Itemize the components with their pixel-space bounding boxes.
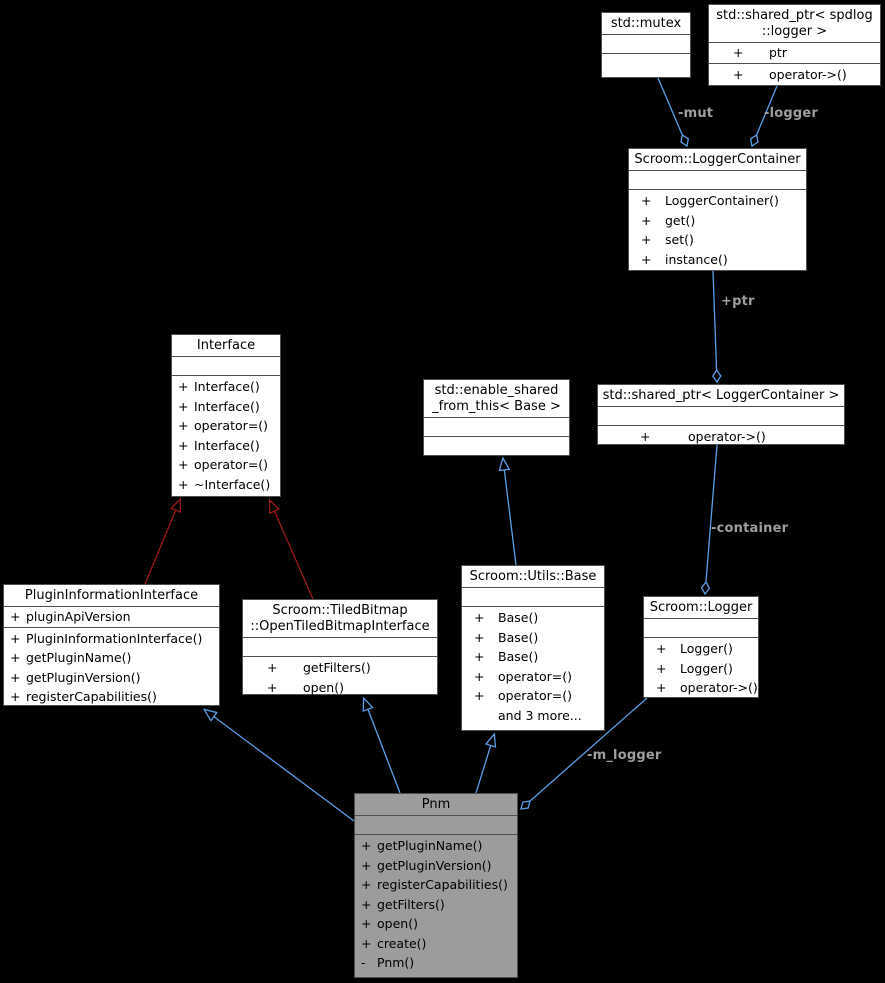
- member-row: +pluginApiVersion: [10, 609, 131, 624]
- member-row: +set(): [641, 232, 694, 247]
- member-row: +getFilters(): [361, 896, 445, 912]
- edge-m-logger: [521, 697, 648, 809]
- member-row: +operator->(): [733, 66, 847, 82]
- member-row: +PluginInformationInterface(): [10, 630, 203, 646]
- edge-inh-pnm-plugininfo: [202, 708, 355, 822]
- member-row: and 3 more...: [498, 707, 582, 723]
- base-attributes-compartment: [462, 587, 604, 606]
- class-title-pnm[interactable]: Pnm: [421, 797, 451, 812]
- class-title-logger[interactable]: Scroom::Logger: [649, 600, 753, 615]
- class-title-mutex[interactable]: std::mutex: [610, 16, 682, 31]
- edge-label-m-logger: -m_logger: [587, 748, 662, 763]
- pnm-methods-compartment: +getPluginName() +getPluginVersion() +regi…: [355, 834, 517, 977]
- edge-inh-plugininfo-interface: [144, 497, 182, 585]
- class-box-scroom-utils-base[interactable]: Scroom::Utils::Base+Base()+Base()+Base()…: [461, 565, 605, 731]
- class-box-enable-shared-from-this[interactable]: std::enable_shared_from_this< Base >: [423, 379, 570, 456]
- logger_container-attributes-compartment: [629, 170, 806, 189]
- class-title-spdlog_ptr[interactable]: std::shared_ptr< spdlog::logger >: [716, 8, 873, 39]
- member-row: +open(): [361, 916, 418, 931]
- member-row: +getFilters(): [267, 660, 371, 675]
- member-row: +Base(): [474, 629, 539, 645]
- member-row: +Interface(): [178, 398, 260, 414]
- member-row: +create(): [361, 935, 427, 951]
- edge-mut: [657, 77, 687, 146]
- edge-inh-base-enableshared: [498, 456, 517, 566]
- member-row: +operator=(): [474, 668, 572, 684]
- member-row: +getPluginName(): [361, 838, 483, 853]
- member-row: +operator=(): [178, 418, 268, 433]
- logger-methods-compartment: +Logger() +Logger() +operator->(): [644, 637, 758, 697]
- class-box-scroom-loggercontainer[interactable]: Scroom::LoggerContainer+LoggerContainer(…: [628, 148, 807, 271]
- lc_ptr-methods-compartment: +operator->(): [598, 425, 844, 446]
- member-row: +registerCapabilities(): [10, 689, 157, 704]
- class-box-plugininformationinterface[interactable]: PluginInformationInterface +pluginApiVers…: [3, 584, 220, 706]
- open_tiled-attributes-compartment: [243, 637, 437, 656]
- member-row: -Pnm(): [361, 955, 415, 970]
- member-row: +operator->(): [640, 429, 766, 444]
- edge-ptr: [713, 270, 717, 382]
- member-row: +getPluginName(): [10, 650, 132, 665]
- base-methods-compartment: +Base() +Base() +Base() +operator=() +operat…: [462, 606, 604, 730]
- class-title-plugin_info[interactable]: PluginInformationInterface: [24, 588, 199, 603]
- class-box-pnm[interactable]: Pnm +getPluginName() +getPluginVersion() +r…: [354, 793, 518, 978]
- member-row: +Interface(): [178, 379, 260, 394]
- member-row: +operator=(): [178, 457, 268, 472]
- interface-attributes-compartment: [172, 356, 280, 375]
- class-title-base[interactable]: Scroom::Utils::Base: [469, 569, 597, 584]
- edge-label-ptr: +ptr: [721, 294, 755, 309]
- spdlog_ptr-methods-compartment: +operator->(): [709, 62, 880, 86]
- edge-logger: [752, 85, 778, 146]
- logger-attributes-compartment: [644, 618, 758, 637]
- class-title-interface[interactable]: Interface: [196, 338, 256, 353]
- member-row: +operator->(): [656, 680, 758, 695]
- member-row: +getPluginVersion(): [10, 669, 141, 685]
- class-title-lc_ptr[interactable]: std::shared_ptr< LoggerContainer >: [602, 388, 840, 403]
- edge-inh-pnm-opentiled: [362, 696, 401, 794]
- class-box-shared-ptr-loggercontainer[interactable]: std::shared_ptr< LoggerContainer >+opera…: [597, 384, 845, 445]
- edge-label-logger: -logger: [764, 106, 819, 121]
- plugin_info-methods-compartment: +PluginInformationInterface() +getPluginN…: [4, 626, 219, 706]
- member-row: +Logger(): [656, 660, 733, 676]
- member-row: +open(): [267, 679, 344, 695]
- edge-label-container: -container: [711, 521, 789, 536]
- class-title-open_tiled[interactable]: Scroom::TiledBitmap::OpenTiledBitmapInte…: [250, 603, 430, 634]
- member-row: +Base(): [474, 649, 539, 664]
- member-row: +getPluginVersion(): [361, 857, 492, 873]
- class-box-shared-ptr-spdlog-logger[interactable]: std::shared_ptr< spdlog::logger >+ptr+op…: [708, 4, 881, 86]
- member-row: +registerCapabilities(): [361, 877, 508, 892]
- mutex-attributes-compartment: [602, 34, 690, 53]
- member-row: +get(): [641, 212, 696, 228]
- member-row: +Interface(): [178, 437, 260, 453]
- mutex-methods-compartment: [602, 53, 690, 77]
- member-row: +operator=(): [474, 688, 572, 703]
- enable_shared-methods-compartment: [424, 436, 569, 457]
- member-row: +instance(): [641, 251, 728, 267]
- class-title-enable_shared[interactable]: std::enable_shared_from_this< Base >: [432, 383, 561, 414]
- member-row: +LoggerContainer(): [641, 193, 779, 208]
- spdlog_ptr-attributes-compartment: +ptr: [709, 42, 880, 63]
- class-box-scroom-logger[interactable]: Scroom::Logger+Logger()+Logger()+operato…: [643, 596, 759, 698]
- member-row: +Base(): [474, 610, 539, 625]
- enable_shared-attributes-compartment: [424, 417, 569, 436]
- edge-inh-pnm-base: [475, 732, 497, 794]
- member-row: +~Interface(): [178, 476, 271, 492]
- class-box-std-mutex[interactable]: std::mutex: [601, 12, 691, 78]
- member-row: +Logger(): [656, 641, 733, 656]
- logger_container-methods-compartment: +LoggerContainer() +get() +set() +instance(…: [629, 189, 806, 270]
- lc_ptr-attributes-compartment: [598, 406, 844, 425]
- class-box-opentiledbitmapinterface[interactable]: Scroom::TiledBitmap::OpenTiledBitmapInte…: [242, 599, 438, 695]
- edge-inh-opentiled-interface: [268, 498, 314, 600]
- class-box-interface[interactable]: Interface +Interface() +Interface() +operat…: [171, 334, 281, 497]
- member-row: +ptr: [733, 45, 787, 60]
- open_tiled-methods-compartment: +getFilters() +open(): [243, 656, 437, 695]
- edge-container: [705, 444, 718, 594]
- pnm-attributes-compartment: [355, 815, 517, 834]
- class-title-logger_container[interactable]: Scroom::LoggerContainer: [634, 152, 801, 167]
- interface-methods-compartment: +Interface() +Interface() +operator=() +Int…: [172, 375, 280, 496]
- plugin_info-attributes-compartment: +pluginApiVersion: [4, 606, 219, 627]
- edge-label-mut: -mut: [678, 106, 714, 121]
